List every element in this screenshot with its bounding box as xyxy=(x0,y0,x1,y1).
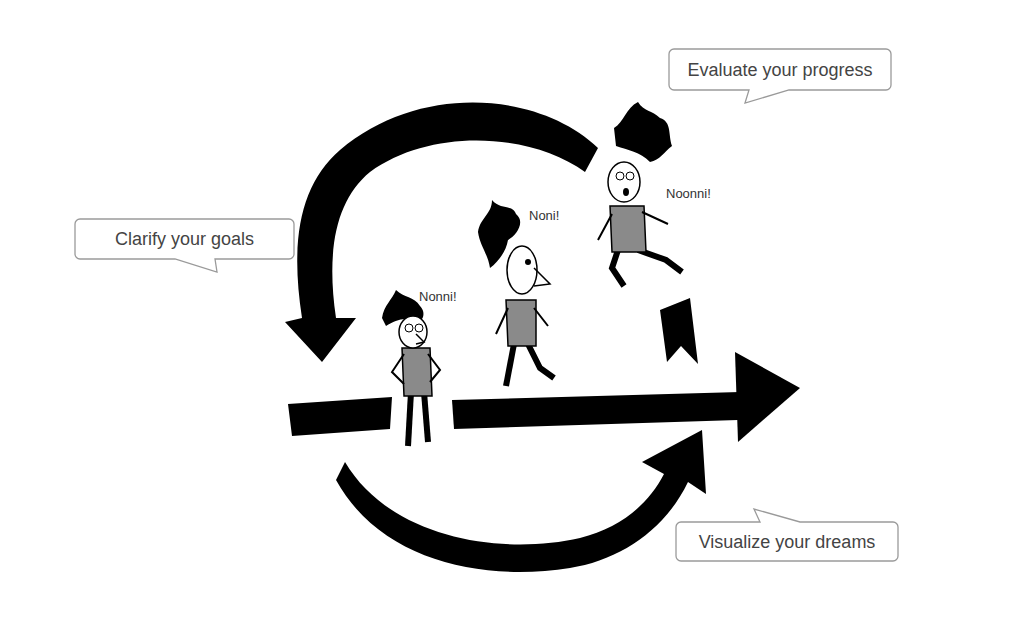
figure-leg xyxy=(612,250,624,286)
character-exclamation: Nonni! xyxy=(419,289,457,305)
standing-figure xyxy=(382,290,440,446)
callout-bubble: Clarify your goals xyxy=(75,219,294,259)
cycle-arrow xyxy=(336,430,706,572)
figure-nose xyxy=(534,268,550,286)
figure-eye xyxy=(525,259,531,265)
bubble-shape xyxy=(669,49,891,103)
cycle-arrow xyxy=(285,102,598,362)
bubble-shape xyxy=(75,219,294,272)
figure-arm xyxy=(496,308,548,334)
figure-nose xyxy=(416,334,424,344)
figure-leg xyxy=(638,250,682,272)
character-exclamation: Noonni! xyxy=(666,186,711,202)
main-arrow xyxy=(735,352,800,442)
callout-bubble: Visualize your dreams xyxy=(676,522,898,561)
figure-eye xyxy=(415,324,423,332)
callout-text: Visualize your dreams xyxy=(676,531,898,553)
figure-eye xyxy=(626,172,634,180)
figure-leg xyxy=(506,344,514,386)
figure-eye xyxy=(616,172,624,180)
figure-leg xyxy=(528,344,554,378)
callout-text: Clarify your goals xyxy=(75,228,294,250)
figure-hair xyxy=(614,102,672,162)
figure-arm xyxy=(598,212,668,240)
character-exclamation: Noni! xyxy=(529,208,559,224)
main-arrow xyxy=(452,392,740,429)
figure-leg xyxy=(408,392,411,446)
figure-body xyxy=(506,300,536,346)
figure-head xyxy=(399,316,427,348)
callout-text: Evaluate your progress xyxy=(669,59,891,81)
figure-arm xyxy=(392,354,440,384)
arrow-fragment xyxy=(660,298,698,364)
figure-head xyxy=(608,162,640,202)
figure-leg xyxy=(424,392,428,442)
figure-body xyxy=(610,206,646,252)
callout-bubble: Evaluate your progress xyxy=(669,49,891,90)
walking-figure xyxy=(478,200,554,386)
bubble-shape xyxy=(676,509,898,561)
figure-eye xyxy=(405,324,413,332)
figure-mouth xyxy=(623,188,629,196)
figure-body xyxy=(402,348,432,396)
figure-head xyxy=(507,246,537,294)
main-arrow xyxy=(288,397,392,436)
